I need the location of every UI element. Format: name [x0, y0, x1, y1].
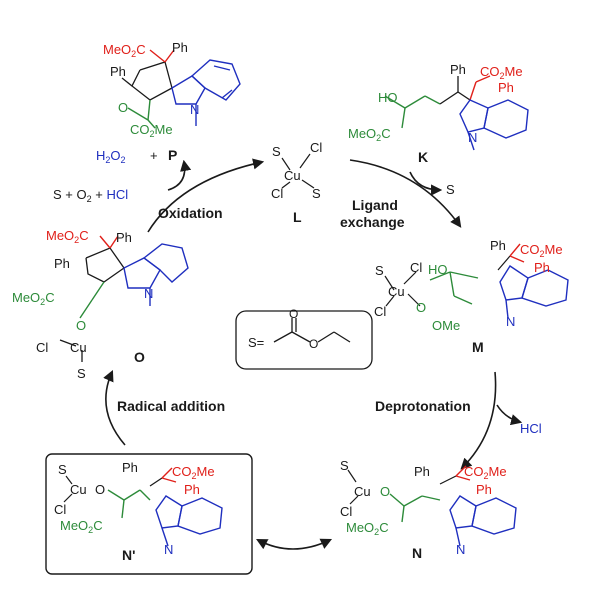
cycle-arrows	[103, 158, 523, 550]
o-n: N	[144, 286, 153, 301]
m-ome: OMe	[432, 318, 460, 333]
nprime-n: N	[164, 542, 173, 557]
intermediate-n-structure	[347, 465, 517, 547]
arrow-nprime-to-o	[103, 369, 126, 446]
species-label-l: L	[293, 209, 302, 225]
arrow-o-to-l	[147, 158, 265, 233]
m-ph-red: Ph	[534, 260, 550, 275]
arrow-n-nprime	[256, 538, 333, 550]
p-n: N	[190, 102, 199, 117]
n-prime-box	[45, 453, 253, 575]
solvent-definition-box	[235, 310, 373, 370]
ethyl-acetate-o-carbonyl: O	[289, 307, 298, 321]
released-s: S	[446, 182, 455, 197]
label-deprotonation: Deprotonation	[375, 398, 471, 414]
m-ho: HO	[428, 262, 448, 277]
arrow-m-to-n	[460, 371, 497, 470]
o-s: S	[77, 366, 86, 381]
arrow-release-s	[409, 171, 443, 196]
n-co2me: CO2Me	[464, 464, 507, 481]
o-cu: Cu	[70, 340, 87, 355]
byproduct-plus: +	[150, 148, 158, 163]
m-cu: Cu	[388, 284, 405, 299]
solvent-s-equals: S=	[248, 335, 264, 350]
nprime-ph-red: Ph	[184, 482, 200, 497]
species-label-n: N	[412, 545, 422, 561]
oxidant-inputs: S + O2 + HCl	[53, 187, 128, 204]
species-label-p: P	[168, 147, 177, 163]
n-ph-red: Ph	[476, 482, 492, 497]
arrow-l-to-m	[349, 159, 462, 228]
species-label-o: O	[134, 349, 145, 365]
p-o: O	[118, 100, 128, 115]
m-s: S	[375, 263, 384, 278]
p-ph-left: Ph	[110, 64, 126, 79]
byproduct-h2o2: H2O2	[96, 148, 126, 165]
k-ph-red: Ph	[498, 80, 514, 95]
ethyl-acetate-structure	[273, 318, 351, 343]
n-ph: Ph	[414, 464, 430, 479]
product-p-structure	[121, 49, 241, 129]
p-ph-top: Ph	[172, 40, 188, 55]
n-s: S	[340, 458, 349, 473]
o-meo2c-green: MeO2C	[12, 290, 55, 307]
o-cl: Cl	[36, 340, 48, 355]
nprime-o-cu: O	[95, 482, 105, 497]
m-ph: Ph	[490, 238, 506, 253]
species-label-k: K	[418, 149, 428, 165]
o-o: O	[76, 318, 86, 333]
l-cl-top: Cl	[310, 140, 322, 155]
n-cl: Cl	[340, 504, 352, 519]
m-co2me: CO2Me	[520, 242, 563, 259]
label-ligand: Ligand	[352, 197, 398, 213]
step-labels: Oxidation Ligand exchange Deprotonation …	[117, 197, 471, 414]
p-co2me: CO2Me	[130, 122, 173, 139]
l-cu: Cu	[284, 168, 301, 183]
k-n: N	[468, 130, 477, 145]
k-ho: HO	[378, 90, 398, 105]
k-meo2c: MeO2C	[348, 126, 391, 143]
m-n: N	[506, 314, 515, 329]
intermediate-o-structure	[59, 235, 189, 362]
nprime-co2me: CO2Me	[172, 464, 215, 481]
label-oxidation: Oxidation	[158, 205, 223, 221]
m-cl-bottom: Cl	[374, 304, 386, 319]
n-n: N	[456, 542, 465, 557]
arrow-release-hcl	[496, 404, 523, 426]
k-co2me: CO2Me	[480, 64, 523, 81]
m-cl-top: Cl	[410, 260, 422, 275]
n-meo2c: MeO2C	[346, 520, 389, 537]
species-label-m: M	[472, 339, 484, 355]
n-cu: Cu	[354, 484, 371, 499]
m-o: O	[416, 300, 426, 315]
ethyl-acetate-o-ether: O	[309, 337, 318, 351]
catalyst-l	[281, 153, 315, 189]
released-hcl: HCl	[520, 421, 542, 436]
l-s-top: S	[272, 144, 281, 159]
nprime-ph: Ph	[122, 460, 138, 475]
o-ph-left: Ph	[54, 256, 70, 271]
l-cl-bottom: Cl	[271, 186, 283, 201]
nprime-meo2c: MeO2C	[60, 518, 103, 535]
nprime-cl: Cl	[54, 502, 66, 517]
label-radical-addition: Radical addition	[117, 398, 225, 414]
species-label-n-prime: N'	[122, 547, 135, 563]
intermediate-m-structure	[384, 243, 569, 319]
label-exchange: exchange	[340, 214, 405, 230]
k-ph: Ph	[450, 62, 466, 77]
n-o: O	[380, 484, 390, 499]
nprime-cu: Cu	[70, 482, 87, 497]
l-s-bottom: S	[312, 186, 321, 201]
p-meo2c: MeO2C	[103, 42, 146, 59]
nprime-s: S	[58, 462, 67, 477]
arrow-oxidant-in	[167, 159, 192, 191]
intermediate-n-prime-structure	[63, 467, 223, 547]
substrate-k-structure	[384, 75, 529, 151]
o-ph-top: Ph	[116, 230, 132, 245]
o-meo2c: MeO2C	[46, 228, 89, 245]
